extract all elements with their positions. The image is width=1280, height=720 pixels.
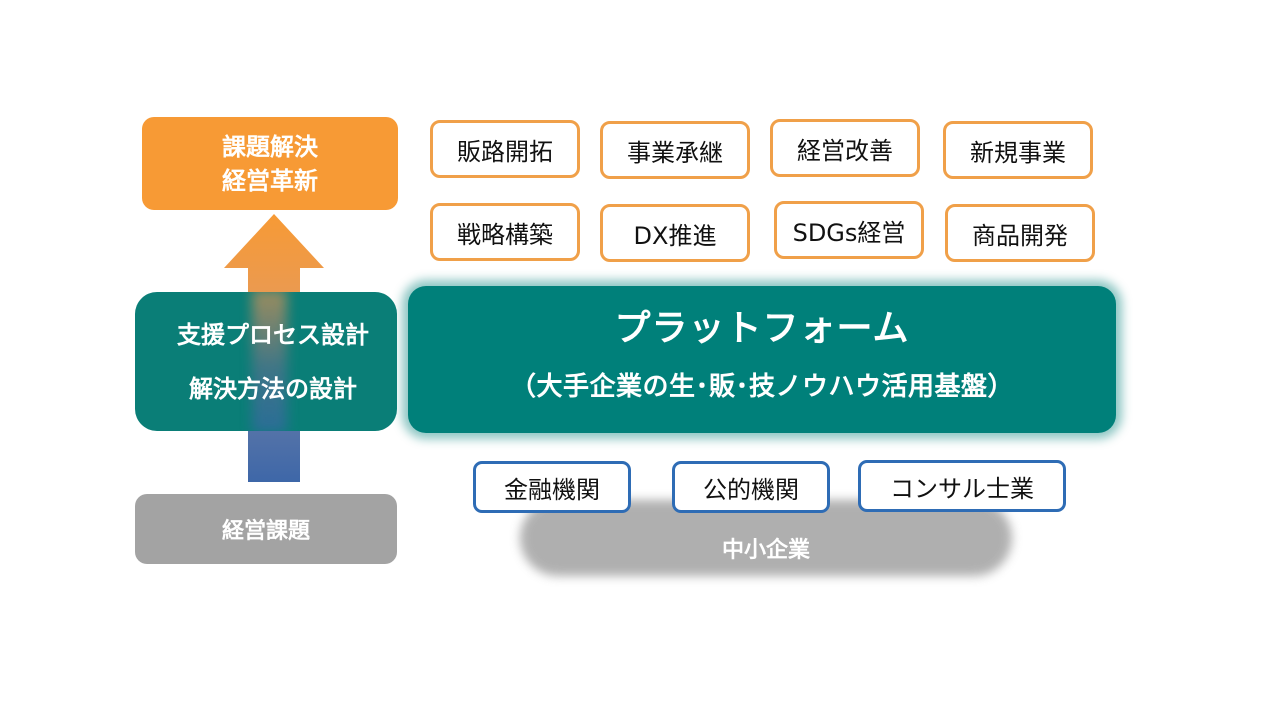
tag-dx: DX推進	[600, 204, 750, 262]
platform-box: プラットフォーム （大手企業の生･販･技ノウハウ活用基盤）	[408, 286, 1116, 433]
tag-product-development: 商品開発	[945, 204, 1095, 262]
process-text: 支援プロセス設計 解決方法の設計	[135, 292, 397, 431]
platform-subtitle: （大手企業の生･販･技ノウハウ活用基盤）	[509, 372, 1014, 402]
tag-business-succession: 事業承継	[600, 121, 750, 179]
sme-label: 中小企業	[721, 538, 810, 563]
tag-management-improvement: 経営改善	[770, 119, 920, 177]
result-box: 課題解決 経営革新	[142, 117, 398, 210]
platform-title: プラットフォーム	[614, 308, 910, 349]
issue-box: 経営課題	[135, 494, 397, 564]
result-line-2: 経営革新	[222, 166, 318, 195]
tag-sales-channel: 販路開拓	[430, 120, 580, 178]
process-box: 支援プロセス設計 解決方法の設計	[135, 292, 397, 431]
org-financial-institution: 金融機関	[473, 461, 631, 513]
process-line-1: 支援プロセス設計	[177, 320, 369, 349]
result-line-1: 課題解決	[222, 132, 318, 161]
tag-sdgs: SDGs経営	[774, 201, 924, 259]
org-consultant: コンサル士業	[858, 460, 1066, 512]
tag-strategy: 戦略構築	[430, 203, 580, 261]
process-line-2: 解決方法の設計	[189, 374, 357, 403]
arrow-through-process	[252, 292, 287, 431]
tag-new-business: 新規事業	[943, 121, 1093, 179]
org-public-institution: 公的機関	[672, 461, 830, 513]
